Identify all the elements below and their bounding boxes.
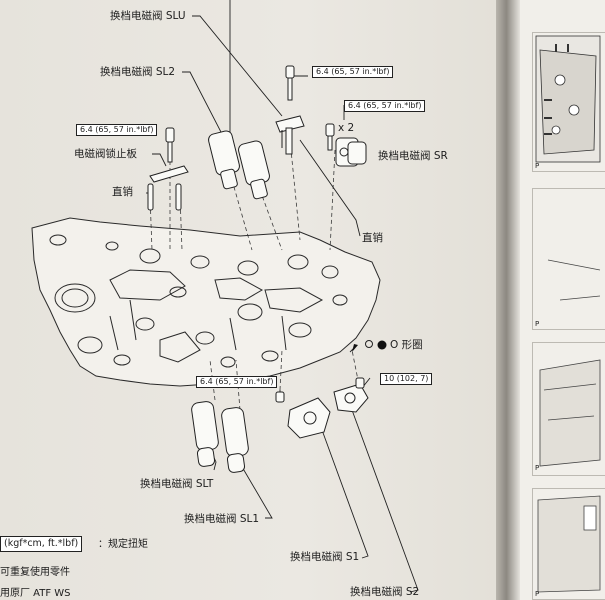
legend-atf: 用原厂 ATF WS [0,588,71,599]
right-thumb-2 [532,188,605,330]
right-thumb-4-p: P [535,590,540,598]
label-o-ring: O 形圈 [390,339,423,351]
right-thumb-2-p: P [535,320,540,328]
right-thumb-1 [532,32,605,172]
right-thumb-3-p: P [535,464,540,472]
o-ring-circle [365,340,373,348]
torque-box-4: 6.4 (65, 57 in.*lbf) [196,376,278,388]
label-pin-right: 直销 [362,232,383,244]
label-solenoid-sl2: 换档电磁阀 SL2 [100,66,176,78]
label-solenoid-slu: 换档电磁阀 SLU [110,10,186,22]
label-pin-left: 直销 [112,186,133,198]
right-thumb-4 [532,488,605,600]
book-gutter [496,0,522,600]
legend-unit-box: (kgf*cm, ft.*lbf) [0,536,83,552]
torque-box-2: 6.4 (65, 57 in.*lbf) [344,100,426,112]
label-solenoid-sr: 换档电磁阀 SR [378,150,448,162]
valve-body-outline [31,217,381,387]
legend-reusable-parts: 可重复使用零件 [0,567,70,578]
label-solenoid-sl1: 换档电磁阀 SL1 [184,513,260,525]
torque-box-3: 6.4 (65, 57 in.*lbf) [76,124,158,136]
o-ring-dot [377,340,387,350]
label-lock-plate: 电磁阀锁止板 [74,148,137,160]
label-solenoid-slt: 换档电磁阀 SLT [140,478,214,490]
right-thumb-3 [532,342,605,476]
label-solenoid-s2: 换档电磁阀 S2 [350,586,420,598]
torque-box-1: 6.4 (65, 57 in.*lbf) [312,66,394,78]
right-thumb-1-p: P [535,162,540,170]
torque-box-5: 10 (102, 7) [380,373,433,385]
label-solenoid-s1: 换档电磁阀 S1 [290,551,360,563]
legend-unit-text: ：规定扭矩 [98,539,148,550]
label-x2: x 2 [338,122,355,134]
